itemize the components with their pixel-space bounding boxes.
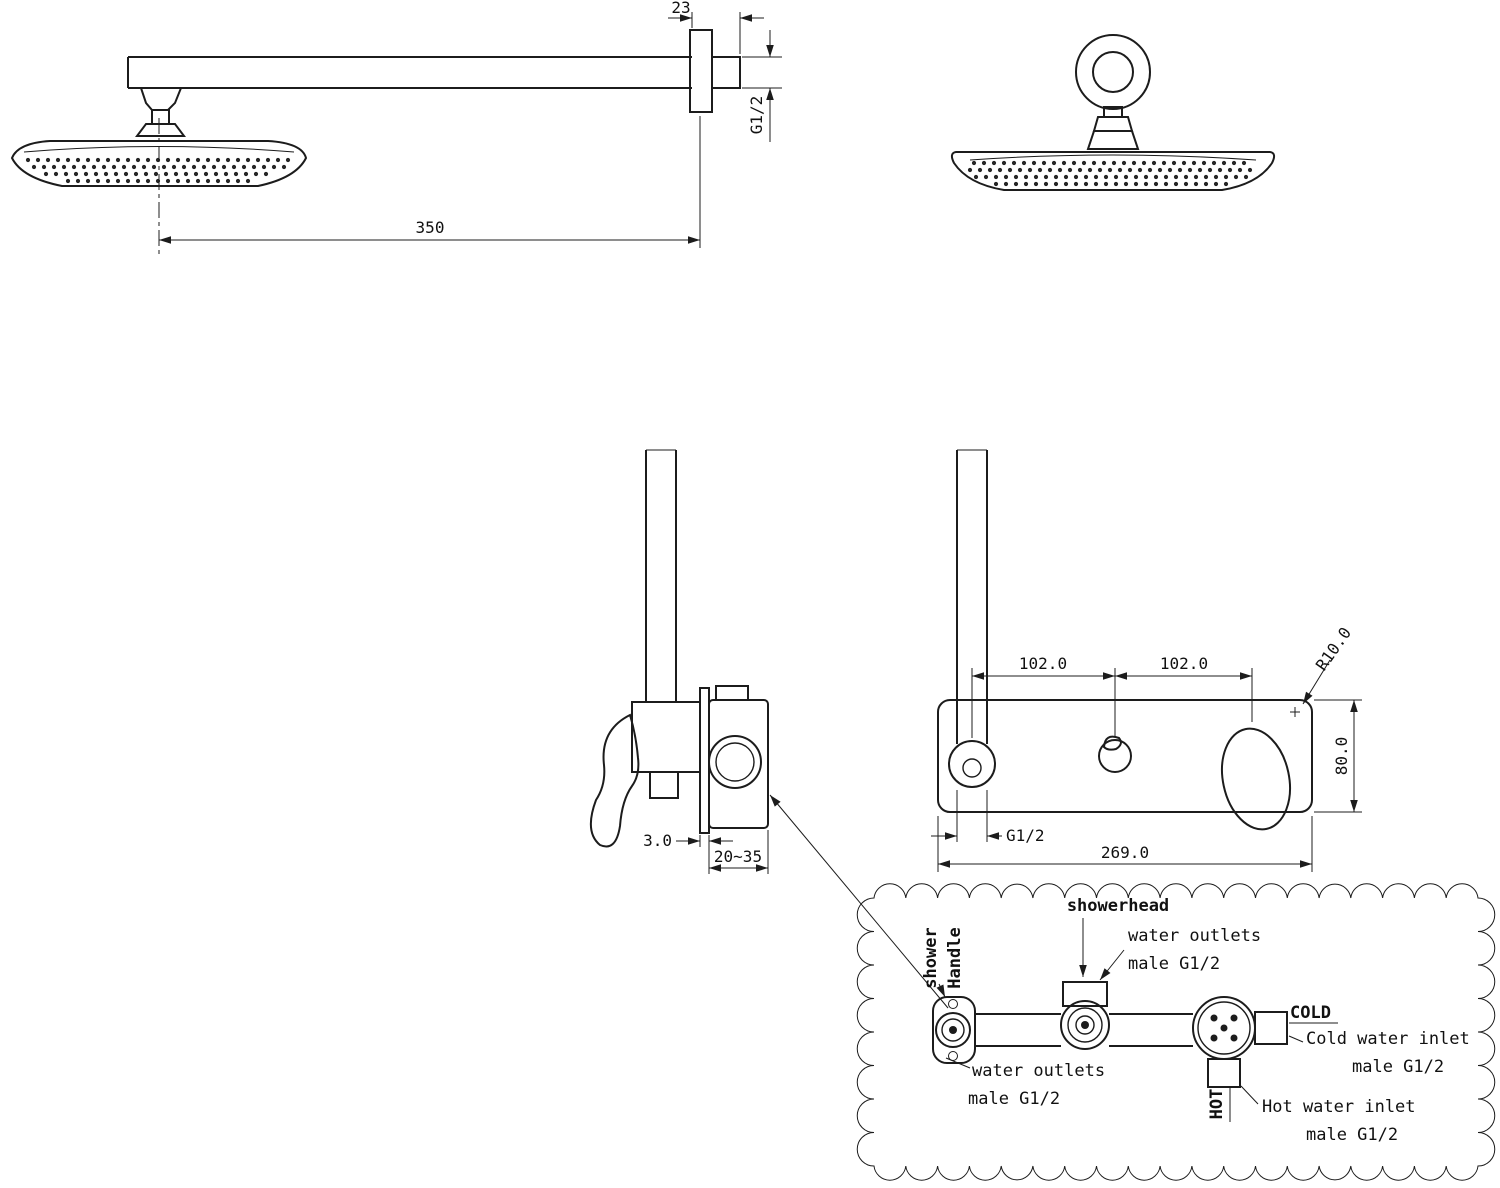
- dimension-269: [937, 816, 1313, 872]
- arm-joint-collar: [139, 87, 183, 111]
- view-shower-head-front: [950, 34, 1276, 191]
- showerhead-outlet-stub: [1062, 981, 1108, 1007]
- dim-r10-text: R10.0: [1312, 624, 1355, 674]
- dim-102-left-text: 102.0: [1019, 654, 1067, 673]
- mid-port-inner: [1075, 1015, 1095, 1035]
- dimension-g12-arm: [742, 30, 782, 142]
- cold-inlet-stub: [1254, 1011, 1288, 1045]
- dimension-80: [1314, 699, 1362, 813]
- dim-350-text: 350: [416, 218, 445, 237]
- top-outlet-leader: [1099, 949, 1125, 981]
- dimension-23: [668, 12, 764, 54]
- head-collar-lower: [1086, 130, 1140, 150]
- cartridge-hole-2: [1230, 1014, 1238, 1022]
- rough-in-valve-body: [932, 981, 1288, 1088]
- cold-inlet-label-1: Cold water inlet: [1306, 1029, 1470, 1049]
- pipe-joint-inner: [962, 758, 982, 778]
- handle-oval: [1221, 727, 1291, 831]
- detail-leader-line: [769, 794, 949, 1009]
- view-mixer-valve-side: 3.0 20~35: [589, 449, 949, 1009]
- shower-head-side-outline: [10, 140, 308, 187]
- dimension-3: [676, 835, 733, 847]
- hot-inlet-label-2: male G1/2: [1306, 1125, 1398, 1145]
- dim-23-text: 23: [671, 0, 690, 17]
- radius-leader: [1302, 659, 1331, 705]
- bottom-outlet-label-2: male G1/2: [968, 1089, 1060, 1109]
- bottom-outlet-leader: [945, 1057, 971, 1069]
- handle-shower-arrow: [936, 983, 946, 998]
- dim-20-35-text: 20~35: [714, 847, 762, 866]
- pipe-joint-circle: [948, 740, 996, 788]
- dim-g12-arm-text: G1/2: [747, 96, 766, 135]
- spray-nozzles-front: [967, 160, 1253, 187]
- diverter-nub: [1102, 735, 1122, 751]
- detail-callout: showerhead water outlets male G1/2 Handl…: [856, 883, 1496, 1181]
- handle-outlet-inner: [941, 1018, 965, 1042]
- handle-outlet-circle: [935, 1012, 971, 1048]
- wall-ring-inner: [1092, 51, 1134, 93]
- valve-elbow: [631, 701, 701, 773]
- dimension-350: [159, 116, 701, 248]
- handle-shower-label-1: Handle: [945, 927, 965, 988]
- hot-inlet-label-1: Hot water inlet: [1262, 1097, 1416, 1117]
- cartridge-hole-3: [1210, 1034, 1218, 1042]
- diverter-circle: [1098, 739, 1132, 773]
- flange-ear-top: [948, 999, 958, 1009]
- handle-shower-label-2: shower: [921, 927, 941, 988]
- mid-port-outer: [1060, 1000, 1110, 1050]
- view-shower-arm-side: 23 G1/2 350: [10, 0, 782, 256]
- mid-port-center: [1081, 1021, 1089, 1029]
- cartridge-hole-1: [1210, 1014, 1218, 1022]
- mounting-plate-edge: [699, 687, 710, 834]
- dim-269-text: 269.0: [1101, 843, 1149, 862]
- cartridge-ring: [1197, 1001, 1251, 1055]
- showerhead-label: showerhead: [1067, 896, 1169, 916]
- top-outlet-label-2: male G1/2: [1128, 954, 1220, 974]
- view-mounting-plate-front: 102.0 102.0 R10.0 80.0 G1/2 269.0: [931, 449, 1362, 872]
- shower-head-front-rim: [969, 154, 1257, 161]
- handle-outlet-flange: [932, 996, 976, 1064]
- dim-102-right-text: 102.0: [1160, 654, 1208, 673]
- dimension-20-35: [708, 830, 769, 874]
- arm-joint-neck: [151, 109, 170, 125]
- mid-port-ring: [1067, 1007, 1103, 1043]
- valve-body: [708, 699, 769, 829]
- valve-lower-stub: [649, 771, 679, 799]
- spray-nozzles-side: [25, 157, 291, 184]
- cartridge-hole-4: [1230, 1034, 1238, 1042]
- top-outlet-label-1: water outlets: [1128, 926, 1261, 946]
- bottom-outlet-label-1: water outlets: [972, 1061, 1105, 1081]
- wall-flange: [689, 29, 713, 113]
- valve-outlet-boss-outer: [708, 735, 762, 789]
- valve-top-tab: [715, 685, 749, 701]
- dim-80-text: 80.0: [1332, 737, 1351, 776]
- cloud-border: [856, 883, 1496, 1181]
- hot-label: HOT: [1207, 1089, 1227, 1120]
- arm-joint-flare: [135, 123, 186, 137]
- dimension-g12-plate: [931, 790, 1002, 842]
- wall-ring-outer: [1075, 34, 1151, 110]
- mounting-plate: [937, 699, 1313, 813]
- valve-outlet-boss-inner: [715, 742, 755, 782]
- cold-inlet-label-2: male G1/2: [1352, 1057, 1444, 1077]
- shower-head-front-outline: [950, 151, 1276, 191]
- dim-3-text: 3.0: [643, 831, 672, 850]
- hot-inlet-leader: [1240, 1085, 1259, 1105]
- thread-stub: [711, 56, 741, 89]
- valve-handle-lever: [589, 713, 640, 848]
- cold-inlet-leader: [1288, 1035, 1304, 1043]
- dim-g12-plate-text: G1/2: [1006, 826, 1045, 845]
- cartridge-hole-c: [1220, 1024, 1228, 1032]
- dimension-102-pair: [971, 668, 1253, 738]
- corner-center-mark: [1290, 707, 1300, 717]
- head-collar-upper: [1092, 116, 1134, 132]
- hot-inlet-stub: [1207, 1058, 1241, 1088]
- handle-outlet-center: [949, 1026, 957, 1034]
- cold-label: COLD: [1290, 1003, 1331, 1023]
